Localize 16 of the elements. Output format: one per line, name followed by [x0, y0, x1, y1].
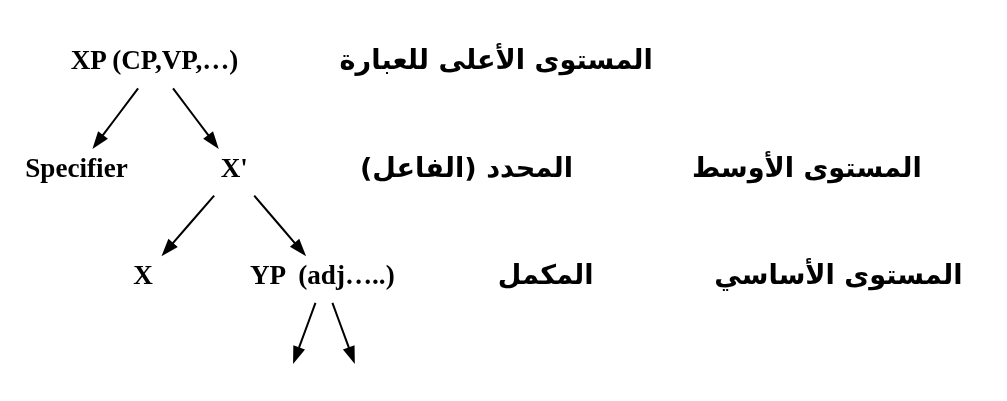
node-text: X — [133, 259, 153, 290]
label: المكمل — [497, 258, 594, 290]
arrow — [161, 194, 215, 256]
arrow — [331, 302, 355, 364]
label: المستوى الأوسط — [691, 151, 922, 183]
arrow — [172, 87, 219, 149]
arrow — [253, 194, 307, 256]
arrow — [92, 87, 139, 149]
node-text: XP (CP,VP,…) — [70, 44, 239, 75]
label: المستوى الأساسي — [714, 258, 963, 290]
label: المحدد (الفاعل) — [359, 151, 574, 183]
arrow — [293, 302, 317, 364]
label: المستوى الأعلى للعبارة — [339, 43, 653, 75]
node-text: YP (adj…..) — [249, 259, 395, 290]
node-text: Specifier — [25, 152, 128, 183]
node-text: X' — [220, 152, 248, 183]
